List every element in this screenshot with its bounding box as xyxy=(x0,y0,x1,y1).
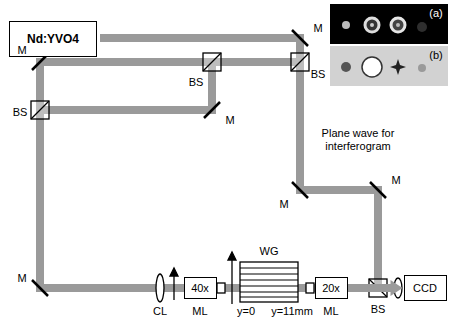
beamsplitter-cube xyxy=(203,53,221,71)
mode-spot xyxy=(418,64,426,72)
scan-arrow xyxy=(231,258,232,304)
mirror-label: M xyxy=(17,44,26,57)
node-text: 20x xyxy=(322,282,340,295)
inset-image xyxy=(330,4,448,44)
mirror xyxy=(204,102,220,118)
beam-label: Plane wave for interferogram xyxy=(310,127,406,153)
objective-label: ML xyxy=(323,305,338,318)
mirror-label: M xyxy=(225,114,234,127)
beamsplitter-cube xyxy=(31,101,49,119)
node-text: Nd:YVO4 xyxy=(27,33,79,46)
beam-arrow xyxy=(348,280,403,296)
waveguide xyxy=(240,262,298,302)
inset-label: (b) xyxy=(429,49,442,62)
beamsplitter-cube xyxy=(291,53,309,71)
inset-label: (a) xyxy=(429,7,442,20)
mirror-label: M xyxy=(313,22,322,35)
laser-beam xyxy=(40,62,212,110)
mode-spot xyxy=(396,23,400,27)
translation-arrow xyxy=(173,274,174,300)
mode-spot xyxy=(391,18,405,32)
objective-lens: 40x xyxy=(184,277,217,299)
beamsplitter-label: BS xyxy=(371,303,386,316)
mode-spot xyxy=(341,62,351,72)
waveguide-channel xyxy=(240,268,298,297)
mirror xyxy=(292,182,308,198)
waveguide xyxy=(240,262,298,302)
ccd-camera: CCD xyxy=(404,275,447,301)
node-text: 40x xyxy=(191,282,209,295)
mode-spot xyxy=(365,18,379,32)
mirror xyxy=(32,280,48,296)
objective-nose xyxy=(306,283,314,293)
mirror xyxy=(292,30,308,46)
beamsplitter-cube xyxy=(203,53,221,71)
node-text: CCD xyxy=(413,282,437,295)
waveguide-label: WG xyxy=(260,245,279,258)
mode-spot xyxy=(390,59,406,75)
inset-image xyxy=(330,46,448,86)
objective-nose xyxy=(217,283,225,293)
translation-arrow xyxy=(170,268,178,276)
objective-nose xyxy=(217,283,314,293)
arrowhead xyxy=(391,280,403,296)
laser-beam xyxy=(40,38,378,288)
objective-label: ML xyxy=(192,305,207,318)
beamsplitter-cube xyxy=(291,53,309,71)
mirror-label: M xyxy=(391,174,400,187)
laser-beam xyxy=(40,62,348,288)
beamsplitter-label: BS xyxy=(13,106,28,119)
mirror xyxy=(370,182,386,198)
mirror-label: M xyxy=(279,198,288,211)
beamsplitter-label: BS xyxy=(189,76,204,89)
cylindrical-lens xyxy=(156,274,164,302)
beamsplitter-cube xyxy=(31,101,49,119)
lens-label: CL xyxy=(153,305,167,318)
position-label: y=0 xyxy=(237,305,255,318)
inset-image xyxy=(330,4,448,86)
mode-spot xyxy=(362,57,382,77)
mirror-label: M xyxy=(17,272,26,285)
translation-arrow xyxy=(170,252,236,304)
mode-spot xyxy=(370,23,374,27)
mode-spot xyxy=(342,21,350,29)
mode-spot xyxy=(417,22,427,32)
beamsplitter-cube xyxy=(31,53,387,297)
scan-arrow xyxy=(228,252,236,260)
position-label: y=11mm xyxy=(271,305,313,318)
beamsplitter-label: BS xyxy=(311,68,326,81)
objective-lens: 20x xyxy=(315,277,348,299)
beam-line xyxy=(348,284,393,292)
